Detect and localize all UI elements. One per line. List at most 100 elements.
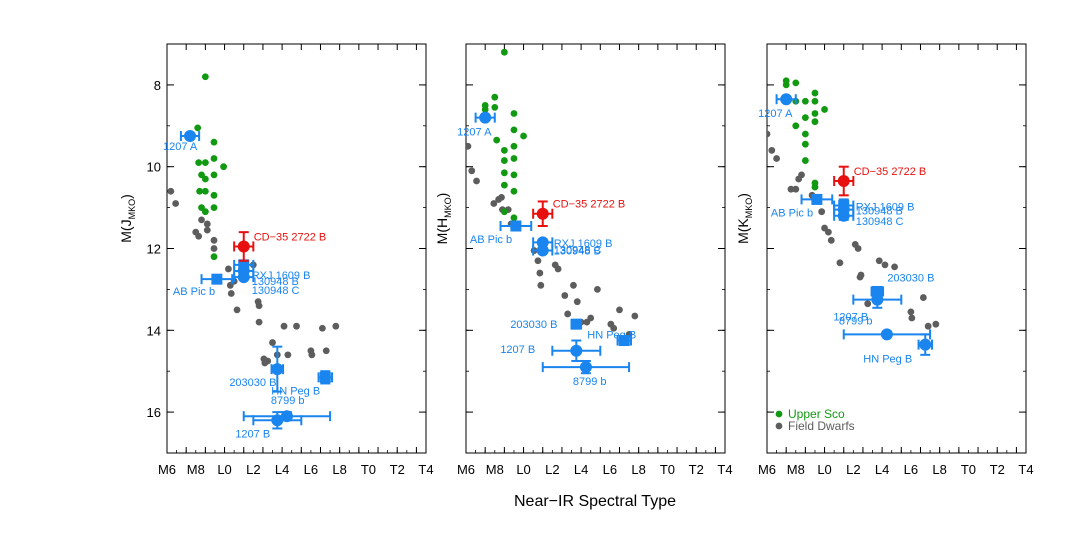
upper-sco-point <box>196 187 204 195</box>
x-tick-label: T4 <box>1018 462 1033 477</box>
y-axis-label-main: M(H <box>434 218 450 244</box>
upper-sco-point <box>210 138 218 146</box>
y-axis-label-sub: MKO <box>127 199 137 220</box>
y-axis-label-main: M(J <box>118 219 134 242</box>
upper-sco-point <box>201 159 209 167</box>
field-dwarf-point <box>787 185 795 193</box>
x-tick-label: M8 <box>787 462 805 477</box>
object-marker <box>579 361 592 374</box>
x-tick-label: L6 <box>603 462 617 477</box>
x-tick-label: L8 <box>932 462 946 477</box>
field-dwarf-point <box>573 298 581 306</box>
y-axis-label-main: M(K <box>735 218 751 244</box>
plot-frame <box>766 43 1027 454</box>
companion-label: 130948 C <box>856 216 904 228</box>
companion-point <box>474 111 496 124</box>
object-marker <box>237 240 250 253</box>
upper-sco-point <box>510 187 518 195</box>
companion-label: RXJ 1609 B <box>252 270 311 282</box>
x-tick-label: T2 <box>390 462 405 477</box>
companion-point <box>179 130 201 143</box>
field-dwarf-point <box>818 208 826 216</box>
target-point <box>233 231 255 262</box>
upper-sco-point <box>801 114 809 122</box>
target-point <box>833 165 855 197</box>
upper-sco-point <box>811 110 819 117</box>
field-dwarf-point <box>233 306 241 314</box>
object-marker <box>536 207 549 220</box>
field-dwarf-point <box>773 155 780 162</box>
data-layer <box>167 73 340 430</box>
companion-label: 203030 B <box>887 272 934 284</box>
x-tick-label: L4 <box>574 462 588 477</box>
upper-sco-point <box>500 157 508 164</box>
companion-label: 8799 b <box>573 376 607 388</box>
y-axis-label: M(KMKO) <box>735 193 754 244</box>
field-dwarf-point <box>836 259 844 267</box>
upper-sco-point <box>500 48 508 56</box>
x-tick-label: L0 <box>516 462 530 477</box>
companion-label: 130948 B <box>554 245 601 257</box>
upper-sco-point <box>782 81 790 89</box>
upper-sco-point <box>801 97 809 105</box>
field-dwarf-point <box>269 339 276 346</box>
upper-sco-point <box>201 187 209 195</box>
field-dwarf-point <box>919 294 927 301</box>
x-tick-label: L6 <box>304 462 318 477</box>
target-label: CD−35 2722 B <box>854 166 926 178</box>
companion-label: 130948 B <box>252 276 299 288</box>
field-dwarf-point <box>881 261 889 269</box>
y-axis-label: M(HMKO) <box>434 193 453 245</box>
upper-sco-point <box>510 171 518 179</box>
y-axis-label-end: ) <box>735 193 751 198</box>
companion-label: 1207 B <box>500 344 535 356</box>
object-marker <box>880 328 893 341</box>
companion-label: RXJ 1609 B <box>554 238 613 250</box>
field-dwarf-point <box>466 142 472 150</box>
companion-point <box>551 339 602 362</box>
object-marker <box>479 111 492 124</box>
companion-point <box>800 193 834 205</box>
field-dwarf-point <box>854 245 862 252</box>
companion-point <box>499 220 533 232</box>
field-dwarf-point <box>172 200 180 207</box>
y-tick-label: 14 <box>147 323 161 338</box>
target-point <box>532 200 554 228</box>
upper-sco-point <box>210 191 218 199</box>
field-dwarf-point <box>210 245 218 252</box>
field-dwarf-point <box>767 130 771 138</box>
x-tick-label: M6 <box>457 462 475 477</box>
upper-sco-point <box>801 130 809 138</box>
field-dwarf-point <box>280 322 288 330</box>
target-label: CD−35 2722 B <box>254 231 326 243</box>
object-marker <box>510 220 522 232</box>
x-tick-label: T0 <box>961 462 976 477</box>
field-dwarf-point <box>537 281 545 289</box>
object-marker <box>319 371 331 383</box>
upper-sco-point <box>500 208 508 216</box>
field-dwarf-point <box>284 351 292 359</box>
object-marker <box>811 193 823 205</box>
upper-sco-point <box>500 146 508 154</box>
upper-sco-point <box>510 155 518 162</box>
upper-sco-point <box>500 169 508 177</box>
companion-point <box>317 370 333 385</box>
field-dwarf-point <box>255 302 263 310</box>
companion-point <box>532 244 554 257</box>
field-dwarf-point <box>554 265 562 273</box>
legend-label: Upper Sco <box>788 407 845 421</box>
companion-label: 8799 b <box>271 395 305 407</box>
y-tick-label: 16 <box>147 405 161 420</box>
upper-sco-point <box>500 181 508 189</box>
upper-sco-point <box>792 122 800 130</box>
companion-point <box>775 93 797 106</box>
x-tick-label: L6 <box>904 462 918 477</box>
upper-sco-point <box>194 124 202 132</box>
field-dwarf-point <box>255 318 263 326</box>
companion-point <box>252 411 303 430</box>
field-dwarf-point <box>792 185 800 193</box>
upper-sco-point <box>510 142 518 150</box>
field-dwarf-point <box>490 200 498 207</box>
x-tick-label: T2 <box>689 462 704 477</box>
